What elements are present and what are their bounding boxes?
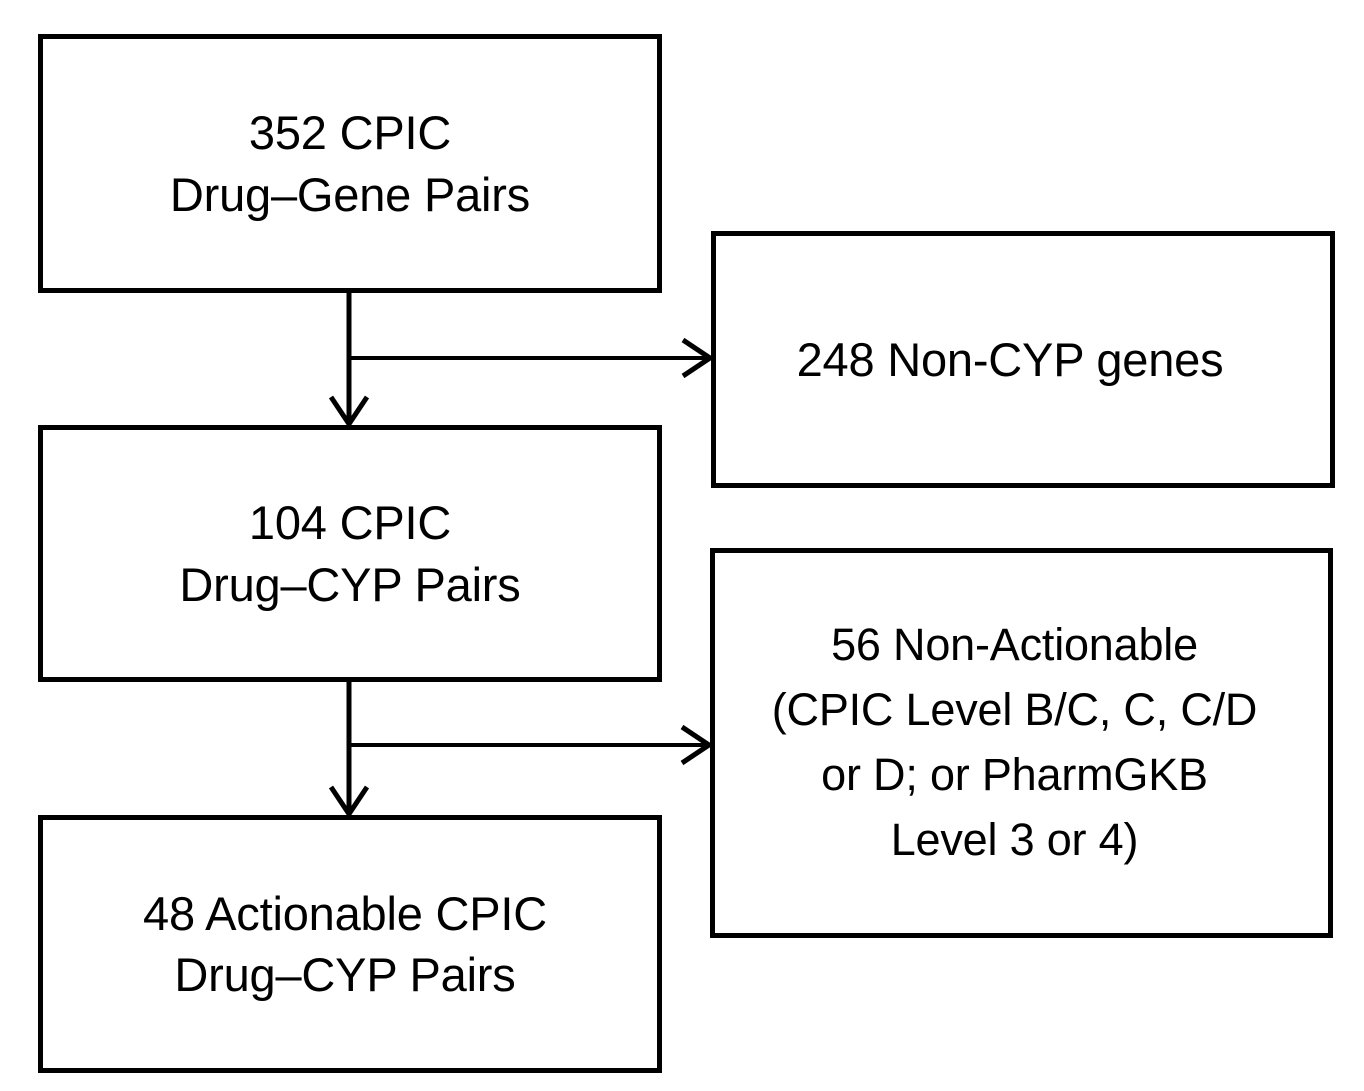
node-cyp-pairs-line-2: Drug–CYP Pairs [179,557,521,611]
node-source-line-2: Drug–Gene Pairs [169,167,531,221]
edge-source-to-cyp-pairs [328,291,370,429]
node-nonactionable-line-3: or D; or PharmGKB [821,749,1208,800]
edge-cyp-pairs-to-nonactionable [349,724,714,766]
node-source-drug-gene-pairs: 352 CPIC Drug–Gene Pairs [38,34,662,293]
node-nonactionable-line-2: (CPIC Level B/C, C, C/D [771,684,1258,736]
node-noncyp-line-1: 248 Non-CYP genes [796,332,1224,386]
node-actionable-drug-cyp-pairs: 48 Actionable CPIC Drug–CYP Pairs [38,815,662,1073]
node-nonactionable-line-1: 56 Non-Actionable [831,619,1198,671]
node-actionable-line-2: Drug–CYP Pairs [174,948,516,1001]
node-cyp-pairs-line-1: 104 CPIC [248,496,452,550]
node-source-line-1: 352 CPIC [248,106,452,160]
node-nonactionable-line-4: Level 3 or 4) [890,813,1139,865]
node-actionable-line-1: 48 Actionable CPIC [143,886,547,940]
node-cpic-drug-cyp-pairs: 104 CPIC Drug–CYP Pairs [38,425,662,682]
node-excluded-non-cyp-genes: 248 Non-CYP genes [711,231,1335,488]
edge-source-to-noncyp [349,337,715,379]
edge-cyp-pairs-to-actionable [328,680,370,819]
node-excluded-non-actionable: 56 Non-Actionable (CPIC Level B/C, C, C/… [710,548,1333,938]
